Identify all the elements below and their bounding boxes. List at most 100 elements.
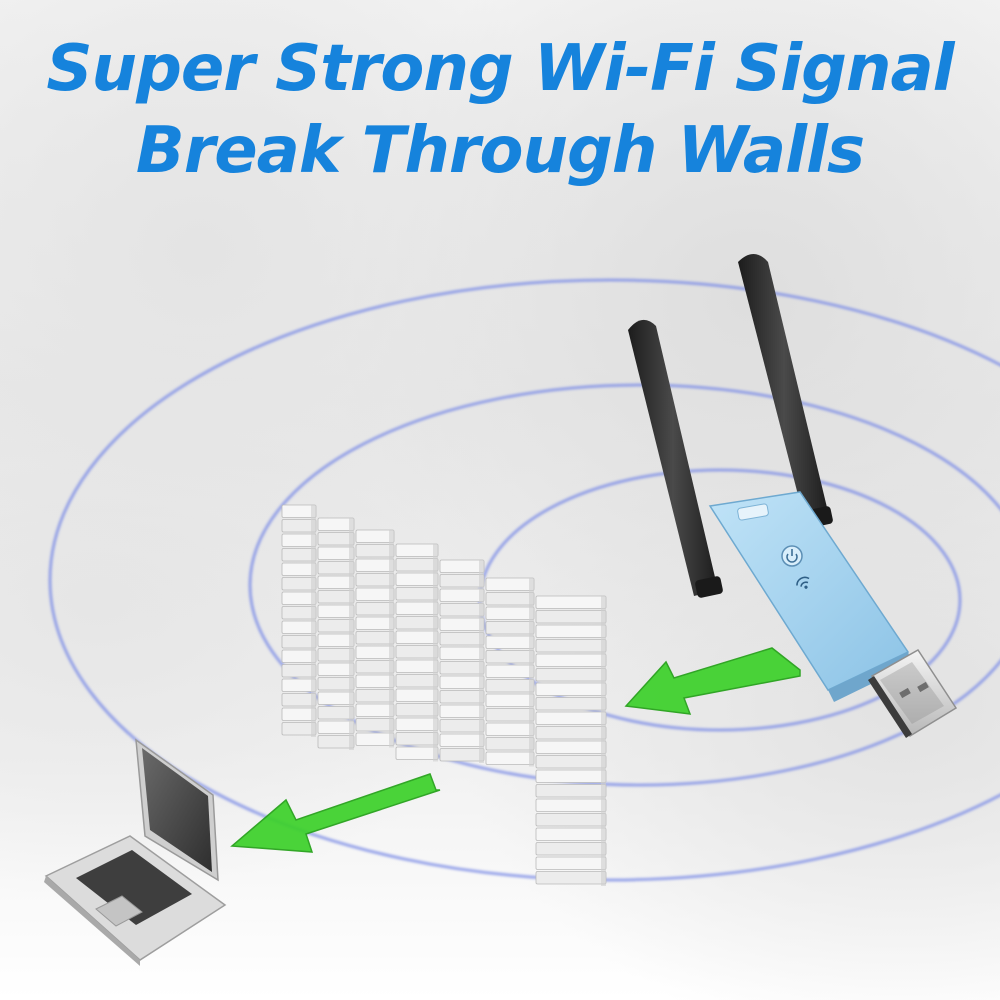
wall-brick [535,726,607,740]
wall-brick [395,587,439,601]
wall-brick [485,621,535,635]
wall-brick [355,573,395,587]
wall-brick [281,620,317,634]
signal-ring-middle [248,383,1000,787]
wall-brick [439,617,485,631]
wall-brick [355,732,395,746]
wall-brick [439,748,485,762]
wall-brick [439,603,485,617]
wall-brick [355,587,395,601]
wall-brick [485,679,535,693]
wall-brick [355,660,395,674]
wall-brick [317,517,355,531]
wall-brick [485,737,535,751]
wall-brick [485,592,535,606]
arrow-to-wall [624,647,801,715]
wall-brick [317,575,355,589]
wall-brick [439,733,485,747]
wall-brick [535,755,607,769]
wall-brick [395,659,439,673]
wall-column-shade [389,530,394,748]
wall-brick [395,601,439,615]
laptop-screen [142,748,212,872]
wall-brick [317,619,355,633]
wall-brick [395,717,439,731]
wall-brick [317,691,355,705]
wall-brick [485,751,535,765]
wall-brick [535,769,607,783]
wall-brick [485,606,535,620]
wall-brick [281,577,317,591]
wall-brick [485,693,535,707]
wall-brick [355,703,395,717]
wall-brick [485,577,535,591]
wall-brick [485,650,535,664]
usb-wifi-adapter [628,254,958,738]
wall-brick [439,690,485,704]
wall-brick [535,639,607,653]
wall-brick [439,719,485,733]
wall-brick [395,674,439,688]
wall-brick [355,529,395,543]
wall-brick [395,645,439,659]
wall-brick [395,558,439,572]
wall-brick [439,588,485,602]
wall-brick [355,689,395,703]
wall-brick [395,732,439,746]
wall-brick [317,546,355,560]
wall-brick [281,649,317,663]
wall-brick [439,632,485,646]
wall-brick [535,668,607,682]
wall-brick [281,504,317,518]
wall-brick [535,827,607,841]
wall-brick [535,842,607,856]
laptop-keyboard [76,850,192,925]
wall-brick [317,706,355,720]
wall-brick [535,595,607,609]
wall-brick [317,662,355,676]
wall-brick [317,604,355,618]
wall-brick [355,718,395,732]
wall-brick [317,590,355,604]
wall-brick [281,533,317,547]
wall-brick [395,746,439,760]
wall-brick [317,561,355,575]
headline-line-2: Break Through Walls [135,114,865,188]
wall-brick [317,720,355,734]
wall-brick [355,674,395,688]
wall-brick [317,648,355,662]
wall-brick [439,574,485,588]
signal-ring-outer [48,278,1000,882]
wall-brick [485,722,535,736]
wall-brick [281,664,317,678]
wall-column-shade [349,518,354,750]
wall-brick [281,722,317,736]
wall-brick [439,559,485,573]
headline-line-1: Super Strong Wi-Fi Signal [46,32,954,106]
wall-brick [535,610,607,624]
wall-brick [535,798,607,812]
wall-brick [395,543,439,557]
wall-brick [535,682,607,696]
wall-brick [395,630,439,644]
adapter-cap-slot [737,503,769,521]
laptop-touchpad [95,895,143,927]
wall-brick [395,688,439,702]
laptop [44,738,227,966]
wall-column-shade [479,560,484,763]
wall-brick [395,703,439,717]
wall-brick [317,677,355,691]
wall-brick [485,635,535,649]
wall-brick [355,631,395,645]
wall-column-shade [529,578,534,767]
wall-brick [281,693,317,707]
wall-brick [281,678,317,692]
laptop-edge [44,876,140,966]
wall-brick [535,784,607,798]
wall-brick [535,740,607,754]
wall-brick [535,653,607,667]
wall-brick [439,646,485,660]
wifi-icon [796,576,810,589]
